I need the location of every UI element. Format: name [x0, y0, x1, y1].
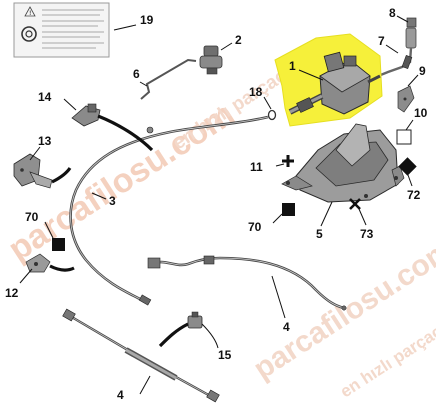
callout-11: 11 — [250, 160, 263, 174]
part-10-marker — [396, 129, 412, 145]
leader-10 — [405, 119, 414, 131]
leader-72 — [407, 174, 413, 187]
part-8-bracket — [405, 17, 417, 49]
part-18-ring — [267, 109, 277, 121]
part-6-rod — [140, 58, 197, 100]
callout-3: 3 — [109, 194, 116, 208]
callout-2: 2 — [235, 33, 242, 47]
part-13-bracket — [13, 153, 72, 189]
leader-9 — [407, 74, 419, 87]
watermark-sub-2: en hızlı parçacı — [337, 319, 436, 401]
leader-8 — [396, 15, 409, 23]
part-2-clip — [199, 45, 223, 75]
part-9-bracket — [397, 85, 415, 113]
part-73-marker — [349, 198, 361, 210]
part-4-cable-lower — [62, 308, 220, 403]
leader-13 — [29, 146, 41, 161]
leader-1 — [298, 69, 324, 81]
part-15-clamp — [158, 311, 219, 349]
part-70-marker-left — [52, 238, 65, 251]
callout-9: 9 — [419, 64, 426, 78]
callout-70-left: 70 — [25, 210, 39, 224]
svg-text:!: ! — [29, 11, 31, 17]
part-19-label-sticker: ! — [13, 2, 110, 58]
part-70-marker-right — [282, 203, 295, 216]
callout-10: 10 — [414, 106, 428, 120]
callout-12: 12 — [5, 286, 19, 300]
part-1-gear-selector-highlighted — [274, 33, 383, 127]
leader-14 — [63, 98, 77, 111]
leader-3 — [91, 192, 107, 200]
callout-13: 13 — [38, 134, 52, 148]
leader-4b — [139, 375, 151, 395]
leader-12 — [19, 268, 33, 284]
callout-70-right: 70 — [248, 220, 262, 234]
callout-8: 8 — [389, 6, 396, 20]
leader-19 — [113, 24, 137, 31]
callout-73: 73 — [360, 227, 374, 241]
gear-symbol-icon — [21, 26, 37, 42]
leader-70a — [44, 221, 54, 239]
warning-icon — [24, 6, 36, 17]
part-11-marker — [282, 155, 294, 167]
part-7-cable-end — [377, 47, 413, 78]
watermark-main-2: parcafilosu.com — [248, 233, 436, 386]
callout-14: 14 — [38, 90, 52, 104]
callout-18: 18 — [249, 85, 263, 99]
callout-4-lower: 4 — [117, 388, 124, 402]
part-5-base-housing — [281, 123, 405, 203]
callout-6: 6 — [133, 67, 140, 81]
leader-18 — [263, 96, 272, 110]
callout-1: 1 — [289, 59, 296, 73]
watermark-sub: en hızlı parçacı — [169, 62, 295, 154]
leader-4a — [271, 275, 286, 319]
leader-70b — [272, 213, 283, 224]
leader-2 — [220, 42, 233, 51]
part-72-marker — [398, 157, 417, 176]
callout-7: 7 — [378, 34, 385, 48]
callout-72: 72 — [407, 188, 421, 202]
leader-73 — [358, 208, 367, 226]
callout-5: 5 — [316, 227, 323, 241]
leader-11 — [275, 163, 285, 167]
leader-7 — [385, 44, 399, 54]
part-14-clamp — [71, 103, 154, 152]
callout-4-upper: 4 — [283, 320, 290, 334]
callout-15: 15 — [218, 348, 232, 362]
part-12-clip — [25, 253, 75, 273]
part-4-cable-upper — [147, 255, 347, 311]
part-3-cable — [69, 115, 269, 306]
leader-5 — [320, 201, 333, 227]
callout-19: 19 — [140, 13, 154, 27]
leader-6 — [139, 81, 148, 87]
